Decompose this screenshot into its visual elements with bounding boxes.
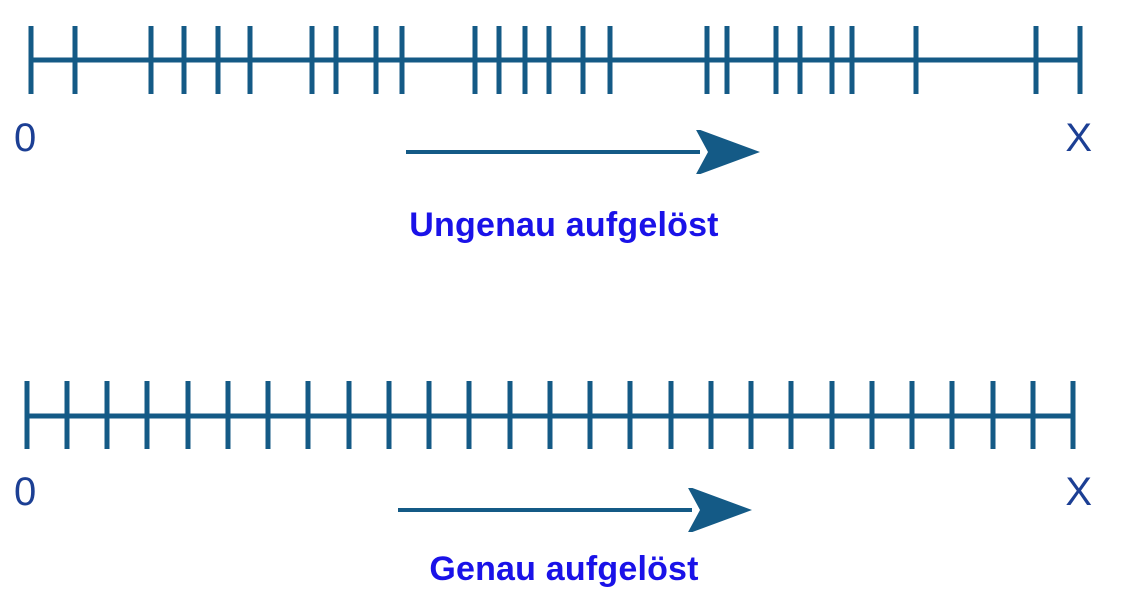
direction-arrow-coarse-svg (406, 130, 760, 174)
axis-end-label-fine: X (1065, 470, 1092, 514)
ruler-coarse (0, 22, 1128, 96)
caption-fine: Genau aufgelöst (429, 550, 699, 588)
axis-start-label-fine: 0 (14, 470, 37, 514)
ruler-coarse-svg (28, 26, 1083, 94)
ruler-fine (0, 378, 1128, 452)
scale-block-coarse: 0 X Ungenau aufgelöst (0, 0, 1128, 300)
direction-arrow-coarse (400, 130, 770, 174)
scale-block-fine: 0 X Genau aufgelöst (0, 356, 1128, 602)
arrow-head (696, 130, 760, 174)
arrow-head (688, 488, 752, 532)
ruler-fine-svg (24, 381, 1076, 449)
axis-start-label-coarse: 0 (14, 116, 37, 160)
direction-arrow-fine (392, 488, 762, 532)
direction-arrow-fine-svg (398, 488, 752, 532)
axis-end-label-coarse: X (1065, 116, 1092, 160)
caption-coarse: Ungenau aufgelöst (409, 206, 719, 244)
